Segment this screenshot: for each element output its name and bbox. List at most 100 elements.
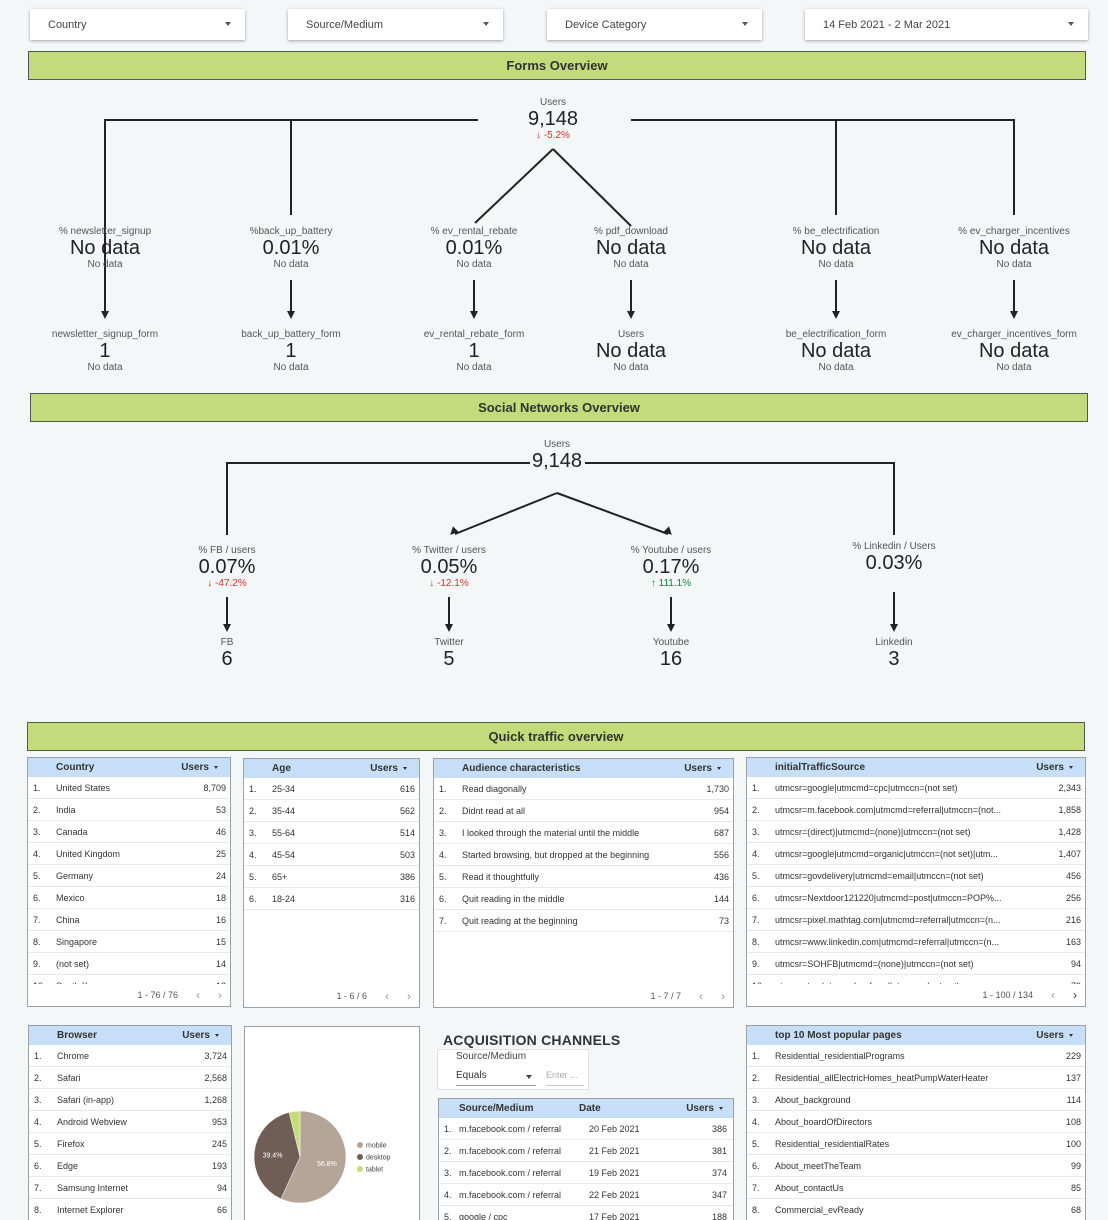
- table-row[interactable]: 9.utmcsr=SOHFB|utmcmd=(none)|utmccn=(not…: [747, 953, 1085, 975]
- acq-operator-value: Equals: [456, 1070, 487, 1081]
- table-row[interactable]: 4.Started browsing, but dropped at the b…: [434, 844, 733, 866]
- dimension-column-header[interactable]: Audience characteristics: [462, 763, 581, 774]
- row-number: 3.: [249, 827, 257, 838]
- table-row[interactable]: 8.utmcsr=www.linkedin.com|utmcmd=referra…: [747, 931, 1085, 953]
- next-page-icon[interactable]: ›: [218, 988, 222, 1002]
- table-row[interactable]: 2.utmcsr=m.facebook.com|utmcmd=referral|…: [747, 799, 1085, 821]
- row-number: 1.: [444, 1123, 452, 1134]
- dimension-column-header[interactable]: initialTrafficSource: [775, 762, 866, 773]
- users-column-header[interactable]: Users: [1036, 762, 1085, 773]
- social-rate-label: % Twitter / users: [412, 545, 486, 556]
- table-row[interactable]: 5.utmcsr=govdelivery|utmcmd=email|utmccn…: [747, 865, 1085, 887]
- row-value: 163: [1065, 936, 1081, 947]
- users-column-header[interactable]: Users: [182, 1030, 231, 1041]
- country-filter[interactable]: Country: [30, 9, 245, 40]
- acq-operator-select[interactable]: Equals: [456, 1070, 536, 1086]
- dimension-column-header[interactable]: Age: [272, 763, 291, 774]
- dimension-column-header[interactable]: Browser: [57, 1030, 98, 1041]
- table-row[interactable]: 9.(not set)14: [28, 953, 230, 975]
- col-date[interactable]: Date: [579, 1103, 601, 1114]
- date-range-filter[interactable]: 14 Feb 2021 - 2 Mar 2021: [805, 9, 1088, 40]
- row-date: 21 Feb 2021: [589, 1145, 640, 1156]
- next-page-icon[interactable]: ›: [1073, 988, 1077, 1002]
- users-column-header[interactable]: Users: [684, 763, 733, 774]
- dimension-column-header[interactable]: Country: [56, 762, 95, 773]
- table-row[interactable]: 6.utmcsr=Nextdoor121220|utmcmd=post|utmc…: [747, 887, 1085, 909]
- prev-page-icon[interactable]: ‹: [1051, 988, 1055, 1002]
- form-count-sub: No data: [818, 362, 854, 373]
- table-row[interactable]: 7.utmcsr=pixel.mathtag.com|utmcmd=referr…: [747, 909, 1085, 931]
- col-source-medium[interactable]: Source/Medium: [459, 1103, 534, 1114]
- prev-page-icon[interactable]: ‹: [699, 989, 703, 1003]
- table-row[interactable]: 2.Residential_allElectricHomes_heatPumpW…: [747, 1067, 1085, 1089]
- row-label: utmcsr=m.facebook.com|utmcmd=referral|ut…: [775, 804, 1002, 815]
- users-column-header[interactable]: Users: [181, 762, 230, 773]
- pie-slice-mobile[interactable]: [280, 1110, 347, 1204]
- prev-page-icon[interactable]: ‹: [385, 989, 389, 1003]
- table-row[interactable]: 1.utmcsr=google|utmcmd=cpc|utmccn=(not s…: [747, 777, 1085, 799]
- source-medium-filter[interactable]: Source/Medium: [288, 9, 503, 40]
- users-column-header[interactable]: Users: [370, 763, 419, 774]
- acq-filter-input[interactable]: Enter ...: [546, 1070, 584, 1086]
- dimension-column-header[interactable]: top 10 Most popular pages: [775, 1030, 902, 1041]
- table-row[interactable]: 3.I looked through the material until th…: [434, 822, 733, 844]
- table-row[interactable]: 4.utmcsr=google|utmcmd=organic|utmccn=(n…: [747, 843, 1085, 865]
- row-number: 1.: [34, 1050, 42, 1061]
- row-users: 381: [711, 1145, 727, 1156]
- pie-slice-tablet[interactable]: [288, 1110, 301, 1158]
- next-page-icon[interactable]: ›: [407, 989, 411, 1003]
- row-number: 6.: [33, 892, 41, 903]
- social-count-label: FB: [220, 637, 234, 648]
- row-label: Quit reading at the beginning: [462, 915, 578, 926]
- table-row[interactable]: 5.65+386: [244, 866, 419, 888]
- device-category-filter[interactable]: Device Category: [547, 9, 762, 40]
- table-row[interactable]: 3.Safari (in-app)1,268: [29, 1089, 231, 1111]
- row-label: United Kingdom: [56, 848, 121, 859]
- col-users[interactable]: Users: [659, 1103, 733, 1114]
- table-row[interactable]: 3.utmcsr=(direct)|utmcmd=(none)|utmccn=(…: [747, 821, 1085, 843]
- users-column-header[interactable]: Users: [1036, 1030, 1085, 1041]
- arrow-down-icon: [832, 311, 840, 319]
- next-page-icon[interactable]: ›: [721, 989, 725, 1003]
- prev-page-icon[interactable]: ‹: [196, 988, 200, 1002]
- pie-slice-desktop[interactable]: [253, 1112, 301, 1200]
